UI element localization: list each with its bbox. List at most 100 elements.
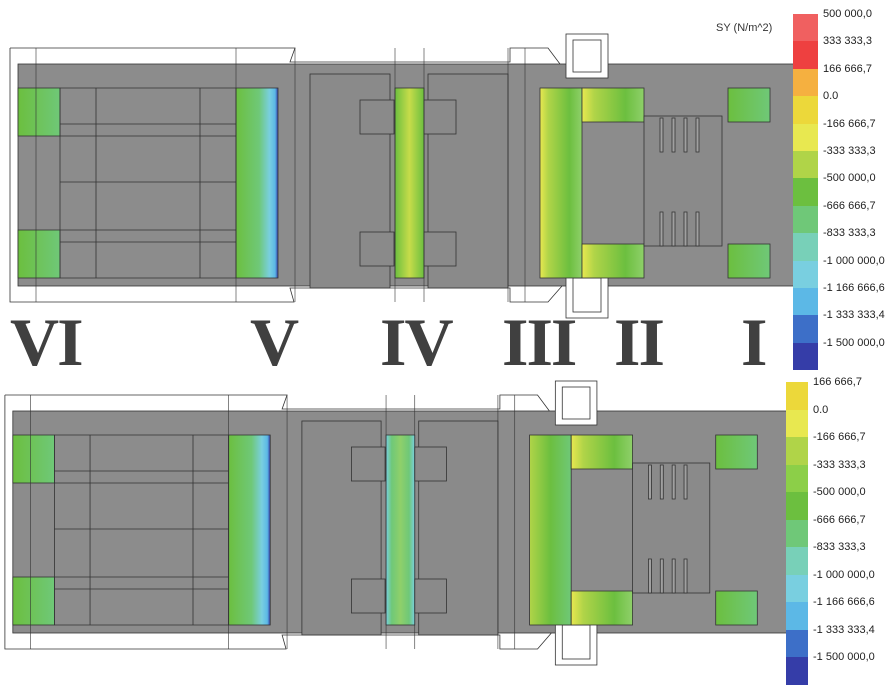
legend-top-swatch-10 — [793, 288, 818, 316]
section-label-vi: VI — [10, 304, 84, 380]
legend-top-label-11: -1 333 333,4 — [823, 309, 885, 322]
bot-bar-bot-2 — [671, 558, 676, 594]
bot-bar-bot-3 — [683, 558, 688, 594]
top-zone-vi-bottom — [17, 229, 61, 279]
bot-caisson-top-inner — [561, 386, 591, 420]
top-bar-top-1 — [671, 117, 676, 153]
top-zone-ii-top — [581, 87, 645, 123]
top-bar-top-0 — [659, 117, 664, 153]
bot-zone-iv — [385, 434, 416, 626]
bot-outline-top — [4, 394, 550, 412]
legend-bottom-swatch-6 — [786, 547, 808, 575]
legend-bottom-swatch-3 — [786, 464, 808, 492]
bot-cell-2 — [350, 578, 386, 614]
legend-bottom-swatch-8 — [786, 602, 808, 630]
legend-bottom-label-4: -500 000,0 — [813, 486, 866, 498]
top-bar-top-2 — [683, 117, 688, 153]
legend-top-label-9: -1 000 000,0 — [823, 254, 885, 267]
top-cell-2 — [359, 231, 395, 267]
section-label-iii: III — [502, 304, 577, 380]
bot-cell-3 — [414, 446, 447, 482]
bot-zone-vi-top — [12, 434, 55, 484]
bot-zone-iii — [529, 434, 572, 626]
legend-bottom-swatch-2 — [786, 437, 808, 465]
top-cell-1 — [359, 99, 395, 135]
top-zone-v — [235, 87, 279, 279]
legend-bottom-swatch-1 — [786, 409, 808, 437]
legend-top-label-3: 0.0 — [823, 90, 839, 103]
bot-bar-bot-0 — [648, 558, 652, 594]
legend-top-label-6: -500 000,0 — [823, 172, 876, 185]
legend-top-swatch-8 — [793, 233, 818, 261]
top-zone-i-bottom — [727, 243, 771, 279]
legend-top-label-0: 500 000,0 — [823, 8, 872, 20]
top-outline-bottom — [9, 48, 563, 303]
bot-bar-top-0 — [648, 464, 652, 500]
legend-bottom-swatch-4 — [786, 492, 808, 520]
legend-bottom-swatch-9 — [786, 629, 808, 657]
legend-top-swatch-0 — [793, 14, 818, 42]
bot-machine-block — [632, 462, 711, 594]
legend-top-swatch-5 — [793, 151, 818, 179]
top-cell-4 — [423, 231, 457, 267]
bot-zone-vi-bottom — [12, 576, 55, 626]
legend-top-label-1: 333 333,3 — [823, 35, 872, 48]
legend-bottom-label-8: -1 166 666,6 — [813, 596, 875, 608]
legend-bottom-label-2: -166 666,7 — [813, 431, 866, 443]
bot-zone-i-top — [715, 434, 758, 470]
legend-top-swatch-1 — [793, 41, 818, 69]
legend-top-label-4: -166 666,7 — [823, 117, 876, 130]
bot-bar-top-1 — [659, 464, 664, 500]
legend-bottom-label-0: 166 666,7 — [813, 376, 862, 388]
legend-bottom-label-10: -1 500 000,0 — [813, 651, 875, 663]
top-bar-bot-1 — [671, 211, 676, 247]
section-label-v: V — [250, 304, 299, 380]
section-label-ii: II — [614, 304, 665, 380]
legend-bottom-label-9: -1 333 333,4 — [813, 623, 875, 636]
top-bar-bot-2 — [683, 211, 688, 247]
legend-top-swatch-6 — [793, 178, 818, 206]
legend-top-label-12: -1 500 000,0 — [823, 336, 885, 349]
legend-top-swatch-12 — [793, 342, 818, 371]
legend-bottom-label-3: -333 333,3 — [813, 458, 866, 471]
bot-caisson-bottom-inner — [561, 624, 591, 660]
legend-top-label-5: -333 333,3 — [823, 145, 876, 157]
top-zone-i-top — [727, 87, 771, 123]
bot-cell-1 — [350, 446, 386, 482]
top-caisson-bottom-inner — [572, 277, 602, 313]
legend-top-swatch-11 — [793, 315, 818, 343]
top-zone-iii — [539, 87, 583, 279]
legend-top-swatch-4 — [793, 123, 818, 151]
top-outline-top — [10, 47, 561, 65]
top-cell-3 — [423, 99, 457, 135]
top-caisson-top-inner — [572, 39, 602, 73]
bot-zone-ii-bottom — [570, 590, 633, 626]
bot-outline-bottom — [4, 395, 552, 650]
legend-bottom-label-1: 0.0 — [813, 403, 829, 416]
top-zone-iv — [394, 87, 425, 279]
legend-top-swatch-9 — [793, 260, 818, 288]
bot-cell-4 — [414, 578, 447, 614]
legend-bottom-swatch-0 — [786, 382, 808, 410]
bot-bar-bot-1 — [659, 558, 664, 594]
legend-bottom-label-7: -1 000 000,0 — [813, 568, 875, 581]
legend-top-label-8: -833 333,3 — [823, 227, 876, 240]
bot-zone-v — [228, 434, 271, 626]
legend-title: SY (N/m^2) — [716, 22, 773, 34]
legend-bottom-swatch-7 — [786, 574, 808, 602]
top-machine-block — [643, 115, 723, 247]
bot-bar-top-3 — [683, 464, 688, 500]
legend-top-label-10: -1 166 666,6 — [823, 282, 885, 294]
legend-top-label-2: 166 666,7 — [823, 62, 872, 75]
legend-top-swatch-2 — [793, 68, 818, 97]
section-label-iv: IV — [380, 304, 454, 380]
top-bar-bot-0 — [659, 211, 664, 247]
legend-bottom-label-5: -666 666,7 — [813, 513, 866, 526]
bot-zone-i-bottom — [715, 590, 758, 626]
top-zone-ii-bottom — [581, 243, 645, 279]
bot-zone-ii-top — [570, 434, 633, 470]
legend-bottom-swatch-10 — [786, 657, 808, 685]
legend-bottom-swatch-5 — [786, 519, 808, 547]
top-bar-bot-3 — [695, 211, 700, 247]
